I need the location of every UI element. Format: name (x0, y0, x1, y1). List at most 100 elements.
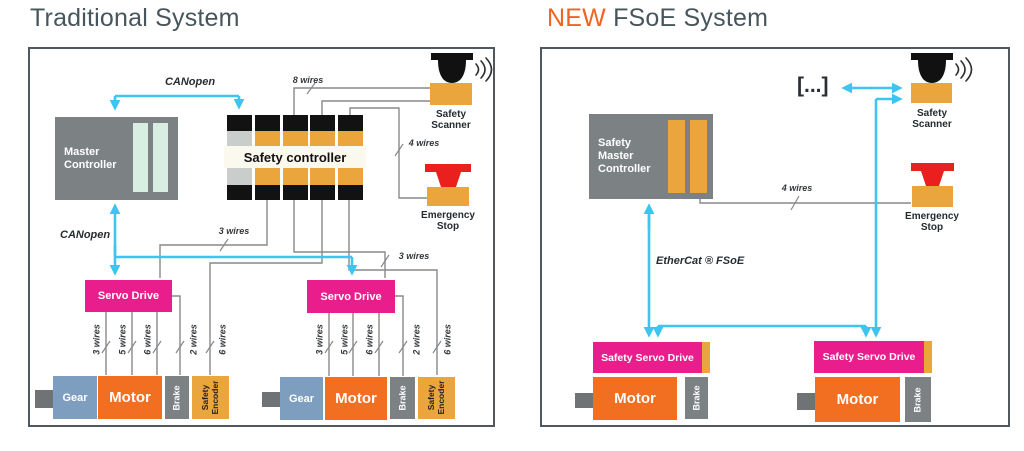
safety-encoder-label: Safety Encoder (425, 381, 446, 416)
motor-shaft (35, 390, 53, 408)
canopen-side-label: CANopen (60, 229, 111, 241)
safety-controller-banner: Safety controller (224, 146, 366, 168)
safety-scanner-icon (431, 53, 473, 83)
safety-master-controller-box: Safety Master Controller (589, 114, 713, 199)
safety-scanner-base (430, 83, 472, 105)
motor-shaft (797, 393, 815, 410)
title-fsoe-text: FSoE System (605, 4, 769, 32)
wire-label-3wires: 3 wires (398, 251, 430, 261)
brake-box: Brake (685, 377, 708, 419)
gear-label: Gear (62, 391, 88, 404)
wire-servo2-brake (395, 295, 404, 376)
safety-encoder-box: Safety Encoder (418, 377, 455, 419)
left-panel-title: Traditional System (30, 4, 240, 32)
controller-slot-bar (133, 123, 148, 192)
wire-to-scanner-2 (321, 100, 430, 115)
wire-4wires-right (699, 199, 911, 204)
wire-label-6wires-v: 6 wires (364, 324, 375, 355)
wire-label-6wires-v: 6 wires (142, 324, 153, 355)
ethercat-bus (643, 82, 903, 338)
brake-label: Brake (172, 384, 182, 411)
master-controller-box: Master Controller (55, 117, 178, 200)
title-new-highlight: NEW (547, 4, 606, 32)
controller-slot-bar (668, 120, 685, 193)
gear-box: Gear (280, 377, 323, 420)
wire-ticks (101, 82, 800, 354)
servo-drive-label: Servo Drive (97, 290, 160, 302)
motor-box: Motor (325, 377, 387, 420)
canopen-bus (109, 94, 358, 276)
wire-label-3wires-v: 3 wires (314, 324, 325, 355)
wire-servo1-brake (172, 295, 181, 375)
motor-box: Motor (593, 377, 677, 420)
drive-side-strip (924, 341, 932, 373)
brake-box: Brake (165, 376, 189, 419)
brake-label: Brake (913, 386, 923, 413)
wire-3wires-to-servo2 (293, 200, 386, 278)
emergency-stop-base (912, 186, 953, 207)
scanner-waves-icon (955, 57, 973, 82)
motor-box: Motor (815, 377, 900, 422)
motor-label: Motor (109, 389, 151, 406)
safety-controller-label: Safety controller (243, 149, 347, 165)
wire-label-4wires: 4 wires (408, 138, 440, 148)
gear-box: Gear (53, 376, 97, 419)
emergency-stop-label: Emergency Stop (421, 210, 475, 233)
wire-6wires-to-encoder2 (348, 200, 438, 375)
gray-wires-left (105, 87, 438, 376)
scanner-waves-icon (475, 57, 493, 82)
motor-label: Motor (614, 390, 656, 407)
safety-encoder-label: Safety Encoder (199, 380, 220, 415)
brake-box: Brake (390, 377, 415, 419)
wire-label-5wires-v: 5 wires (339, 324, 350, 355)
wire-label-8wires: 8 wires (292, 75, 324, 85)
drive-side-strip (702, 342, 710, 373)
fsoe-panel-frame (540, 47, 1010, 427)
controller-slot-bar (690, 120, 707, 193)
servo-drive-box: Servo Drive (307, 280, 395, 313)
wire-label-2wires-v: 2 wires (411, 324, 422, 355)
motor-label: Motor (335, 390, 377, 407)
wire-label-2wires-v: 2 wires (188, 324, 199, 355)
motor-shaft (262, 392, 280, 407)
safety-scanner-base (911, 83, 952, 103)
wire-label-3wires-v: 3 wires (91, 324, 102, 355)
motor-box: Motor (98, 376, 162, 419)
brake-label: Brake (397, 385, 408, 411)
controller-slot-bar (153, 123, 168, 192)
wire-3wires-to-servo1 (159, 200, 268, 278)
canopen-top-label: CANopen (164, 76, 216, 88)
wire-label-4wires: 4 wires (781, 183, 813, 193)
wire-4wires-to-estop (349, 107, 427, 199)
traditional-panel-frame (28, 47, 495, 427)
wire-label-3wires: 3 wires (218, 226, 250, 236)
right-panel-title: NEW FSoE System (547, 4, 768, 33)
safety-servo-drive-box: Safety Servo Drive (593, 342, 702, 373)
motor-shaft (575, 393, 593, 408)
gear-label: Gear (288, 392, 315, 405)
brake-label: Brake (691, 385, 702, 411)
emergency-stop-base (427, 187, 469, 206)
safety-servo-drive-label: Safety Servo Drive (601, 351, 694, 364)
master-controller-label: Master Controller (64, 145, 117, 171)
servo-drive-label: Servo Drive (320, 290, 382, 303)
motor-label: Motor (836, 391, 879, 408)
safety-scanner-label: Safety Scanner (431, 109, 471, 132)
safety-servo-drive-label: Safety Servo Drive (822, 351, 916, 363)
emergency-stop-label: Emergency Stop (905, 211, 959, 234)
wire-label-6wires-v: 6 wires (442, 324, 453, 355)
safety-scanner-label: Safety Scanner (912, 108, 952, 131)
ethercat-fsoe-label: EtherCat ® FSoE (656, 255, 745, 267)
wire-label-6wires-v: 6 wires (217, 324, 228, 355)
safety-scanner-icon (911, 53, 953, 83)
estop-button-icon (911, 163, 954, 186)
wire-8wires-to-scanner (293, 87, 430, 115)
brake-box: Brake (905, 377, 931, 422)
wire-label-5wires-v: 5 wires (117, 324, 128, 355)
servo-drive-box: Servo Drive (85, 280, 172, 312)
safety-master-controller-label: Safety Master Controller (598, 137, 651, 175)
safety-servo-drive-box: Safety Servo Drive (814, 341, 924, 373)
safety-encoder-box: Safety Encoder (192, 376, 229, 419)
